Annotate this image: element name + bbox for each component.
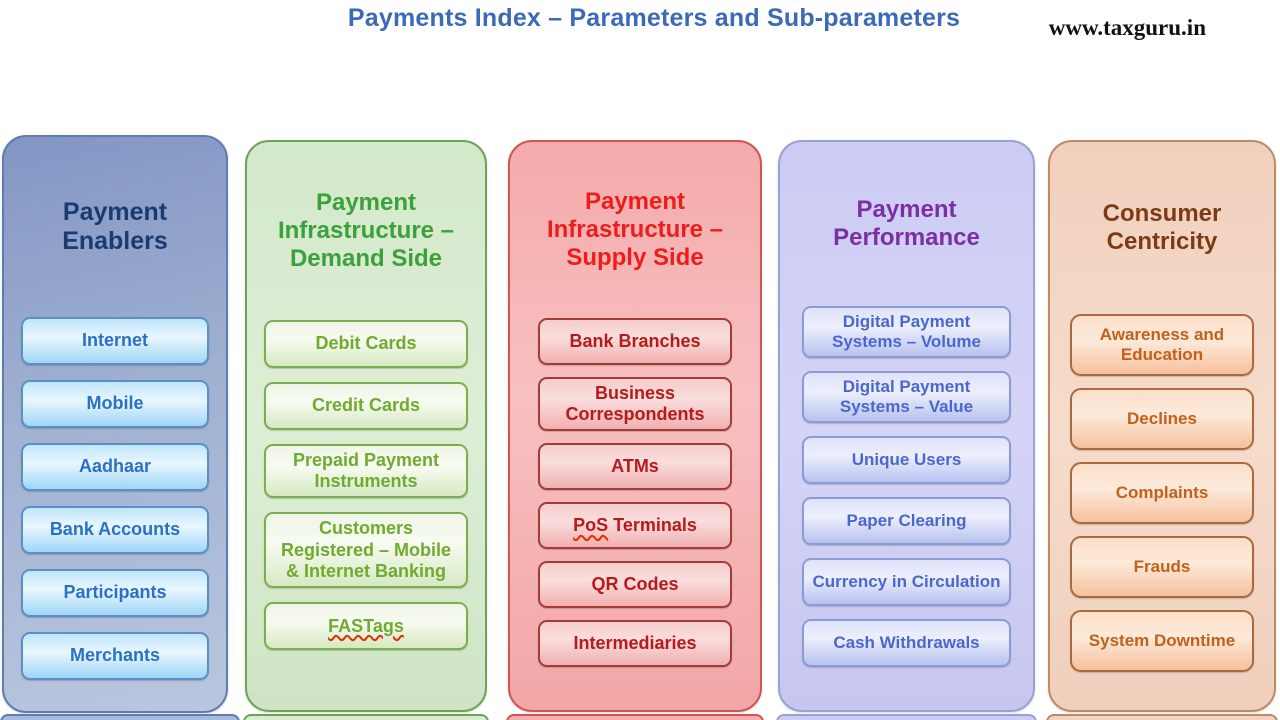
sub-parameter-box: Merchants [21,632,209,680]
bottom-cutoff-strip [0,714,240,720]
sub-parameter-box: Frauds [1070,536,1254,598]
sub-parameter-label: Cash Withdrawals [833,633,980,653]
sub-parameter-box: Unique Users [802,436,1011,485]
sub-parameter-box: Currency in Circulation [802,558,1011,607]
bottom-cutoff-strip [243,714,489,720]
sub-parameter-box: System Downtime [1070,610,1254,672]
sub-parameter-label: System Downtime [1088,630,1236,650]
sub-parameter-label: ATMs [611,456,659,477]
sub-parameter-box: Debit Cards [264,320,468,368]
sub-parameter-box: Aadhaar [21,443,209,491]
sub-parameter-box: Bank Accounts [21,506,209,554]
sub-parameter-label: PoS Terminals [573,515,697,536]
column-title: Payment Performance [833,195,980,251]
bottom-cutoff-strip [506,714,764,720]
sub-parameter-box: Mobile [21,380,209,428]
sub-parameter-box: Bank Branches [538,318,732,365]
column-title: Consumer Centricity [1102,199,1222,255]
sub-parameter-label: Prepaid Payment Instruments [292,450,440,492]
sub-parameter-label: Declines [1127,408,1197,428]
sub-parameter-label: Aadhaar [78,456,152,477]
column-payment-infrastructure-demand-side: Payment Infrastructure – Demand Side Deb… [245,140,487,712]
sub-parameter-box: Digital Payment Systems – Value [802,371,1011,424]
sub-parameter-box: Internet [21,317,209,365]
page-title: Payments Index – Parameters and Sub-para… [347,4,961,32]
sub-parameter-box: Credit Cards [264,382,468,430]
spellcheck-underline: FASTags [328,615,404,636]
sub-parameter-box: PoS Terminals [538,502,732,550]
sub-parameter-box: Participants [21,569,209,617]
bottom-cutoff-strip [1046,714,1278,720]
sub-parameter-box: Business Correspondents [538,377,732,432]
sub-parameter-label: Mobile [86,393,144,414]
sub-parameter-label: Merchants [69,645,161,666]
column-title: Payment Infrastructure – Demand Side [277,188,455,273]
column-payment-infrastructure-supply-side: Payment Infrastructure – Supply Side Ban… [508,140,762,712]
sub-parameter-box: Awareness and Education [1070,314,1254,376]
sub-parameter-label: Internet [81,330,148,351]
sub-parameter-label: Credit Cards [311,395,421,416]
sub-parameter-label: Participants [63,582,167,603]
sub-parameter-box: FASTags [264,602,468,651]
sub-parameter-label: Digital Payment Systems – Value [839,377,974,417]
column-consumer-centricity: Consumer Centricity Awareness and Educat… [1048,140,1276,712]
sub-parameter-label: Bank Accounts [49,519,181,540]
sub-parameter-label: Bank Branches [569,330,701,351]
watermark-text: www.taxguru.in [1048,15,1206,40]
sub-parameter-label: Business Correspondents [565,383,705,425]
sub-parameter-label: FASTags [328,616,404,637]
sub-parameter-box: Customers Registered – Mobile & Internet… [264,512,468,589]
sub-parameter-label: Paper Clearing [846,511,967,531]
column-title: Payment Enablers [62,197,168,256]
sub-parameter-box: QR Codes [538,561,732,609]
sub-parameter-label: Digital Payment Systems – Volume [832,312,981,352]
sub-parameter-label: Unique Users [851,450,962,470]
sub-parameter-label: Awareness and Education [1099,324,1225,364]
sub-parameter-box: Paper Clearing [802,497,1011,546]
sub-parameter-box: Intermediaries [538,620,732,668]
sub-parameter-box: Declines [1070,388,1254,450]
sub-parameter-label: Intermediaries [573,633,697,654]
sub-parameter-label: Customers Registered – Mobile & Internet… [280,518,452,581]
sub-parameter-box: Digital Payment Systems – Volume [802,306,1011,359]
sub-parameter-box: Prepaid Payment Instruments [264,444,468,499]
spellcheck-underline: PoS [573,515,609,536]
sub-parameter-box: Complaints [1070,462,1254,524]
sub-parameter-box: ATMs [538,443,732,491]
sub-parameter-label: Debit Cards [315,333,417,354]
sub-parameter-box: Cash Withdrawals [802,619,1011,668]
sub-parameter-label: QR Codes [591,574,679,595]
column-payment-performance: Payment Performance Digital Payment Syst… [778,140,1035,712]
sub-parameter-label: Complaints [1115,482,1209,502]
bottom-cutoff-strip [776,714,1037,720]
column-title: Payment Infrastructure – Supply Side [546,187,724,272]
sub-parameter-label: Currency in Circulation [812,572,1001,592]
sub-parameter-label: Frauds [1133,556,1191,576]
